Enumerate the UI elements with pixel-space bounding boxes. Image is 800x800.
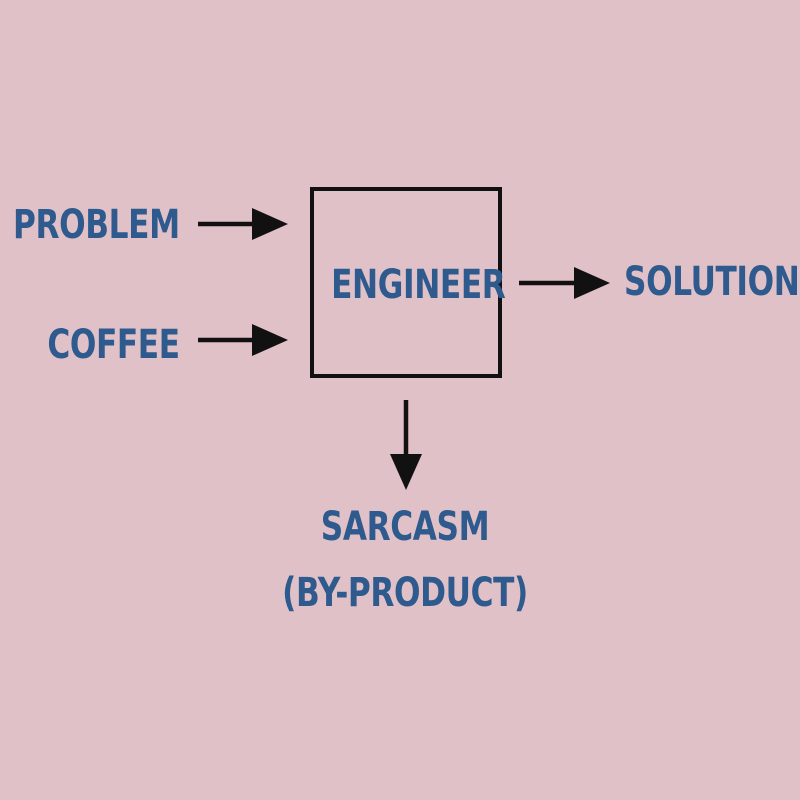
- output-label-solution: SOLUTION: [624, 259, 800, 305]
- engineer-process-box: [310, 187, 502, 378]
- engineer-to-solution-arrow: [519, 267, 610, 299]
- input-label-problem: PROBLEM: [13, 202, 180, 248]
- engineer-to-sarcasm-arrow: [390, 400, 422, 490]
- engineer-label: ENGINEER: [331, 262, 506, 308]
- problem-to-engineer-arrow: [198, 208, 288, 240]
- byproduct-label-note: (BY-PRODUCT): [282, 570, 528, 616]
- byproduct-label-sarcasm: SARCASM: [320, 504, 490, 550]
- input-label-coffee: COFFEE: [47, 322, 181, 368]
- coffee-to-engineer-arrow: [198, 324, 288, 356]
- byproduct-label-block: SARCASM (BY-PRODUCT): [240, 507, 570, 613]
